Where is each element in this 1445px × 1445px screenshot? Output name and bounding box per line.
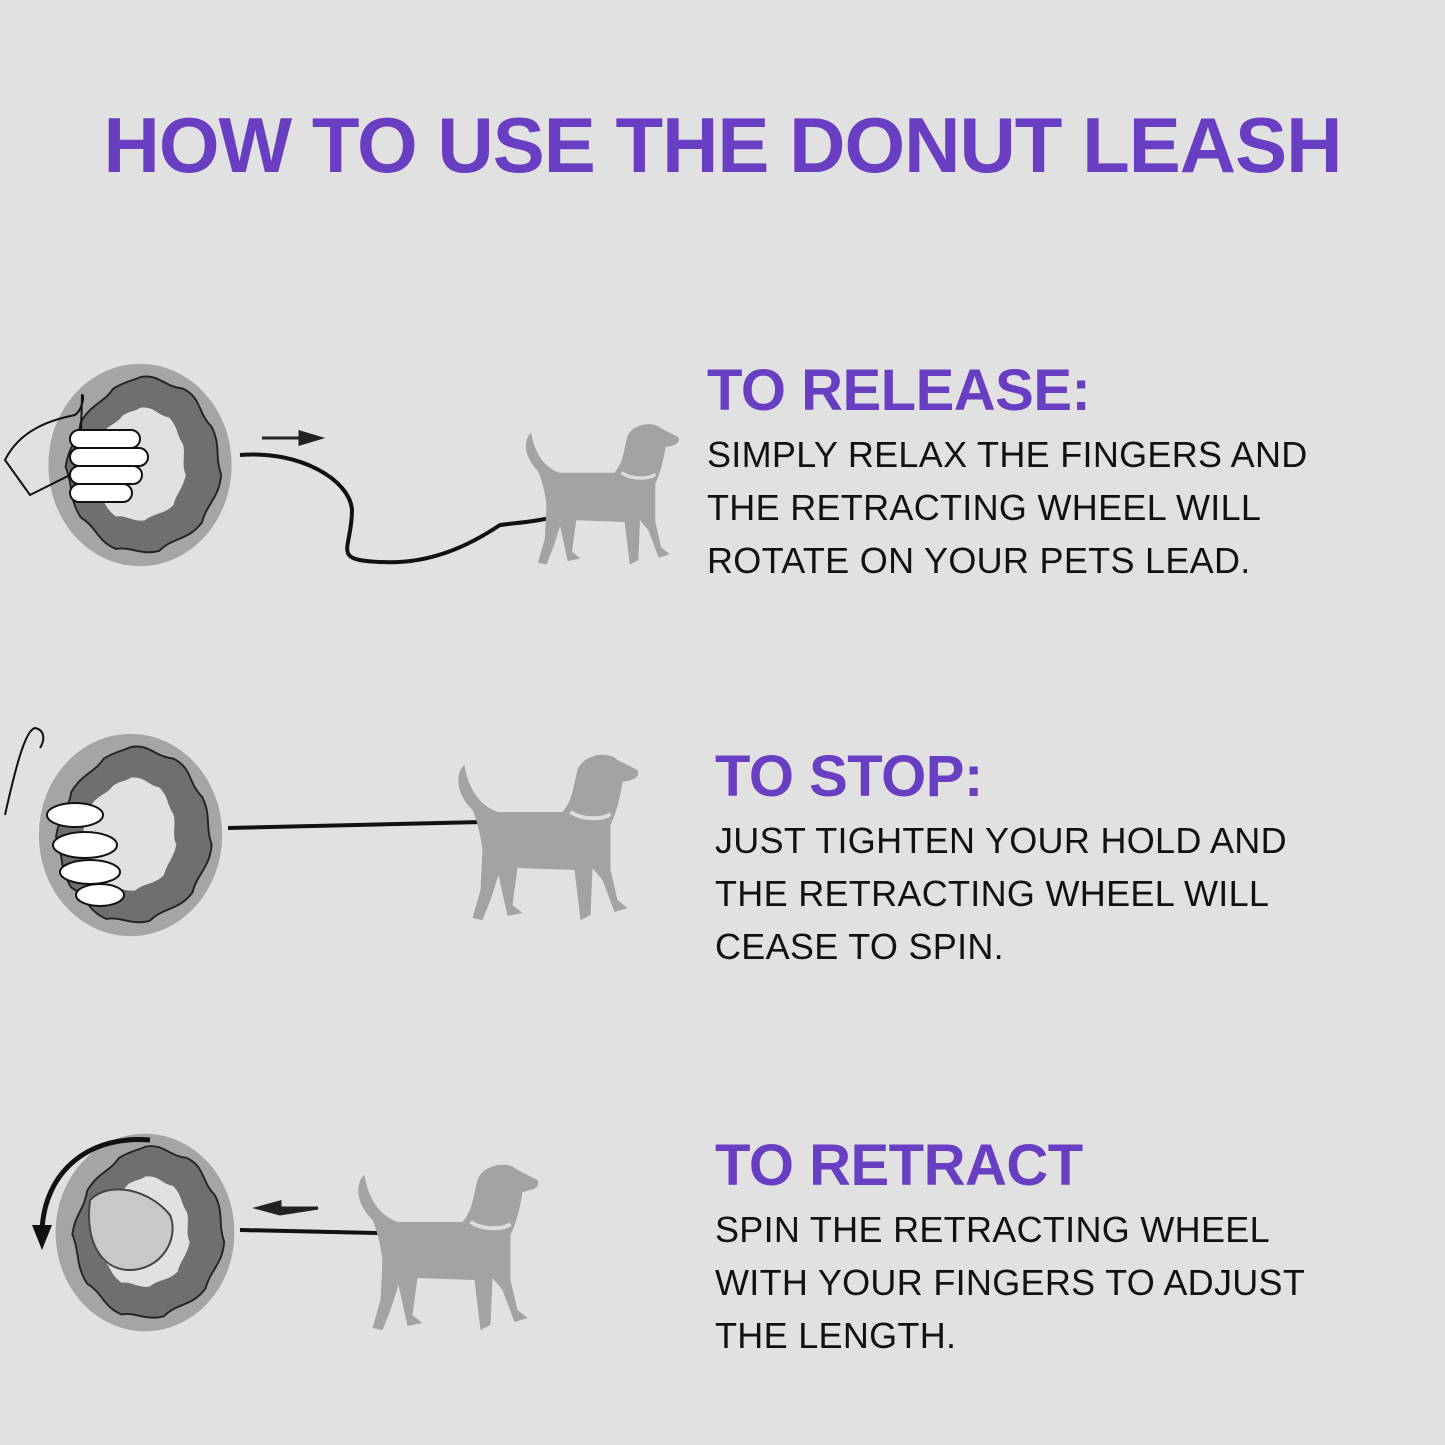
- release-illustration: [0, 340, 700, 600]
- page-title: HOW TO USE THE DONUT LEASH: [103, 101, 1343, 189]
- step-line: THE RETRACTING WHEEL WILL: [707, 487, 1262, 528]
- rotate-arrow-icon: [39, 1137, 151, 1231]
- open-hand-icon: [3, 393, 149, 503]
- step-description: SIMPLY RELAX THE FINGERS AND THE RETRACT…: [707, 428, 1427, 587]
- step-line: WITH YOUR FINGERS TO ADJUST: [715, 1262, 1306, 1303]
- stop-illustration: [0, 710, 700, 970]
- retract-arrow-icon: [252, 1200, 319, 1216]
- retract-illustration: [0, 1110, 700, 1370]
- dog-icon: [526, 424, 679, 564]
- step-line: SIMPLY RELAX THE FINGERS AND: [707, 434, 1308, 475]
- step-heading: TO RETRACT: [715, 1133, 1083, 1198]
- step-heading: TO STOP:: [715, 744, 983, 809]
- step-line: JUST TIGHTEN YOUR HOLD AND: [715, 820, 1287, 861]
- step-line: THE LENGTH.: [715, 1315, 957, 1356]
- release-arrow-icon: [262, 429, 326, 447]
- step-line: CEASE TO SPIN.: [715, 926, 1004, 967]
- gripping-hand-icon: [4, 726, 125, 907]
- step-release: TO RELEASE: SIMPLY RELAX THE FINGERS AND…: [707, 358, 1427, 587]
- step-heading: TO RELEASE:: [707, 358, 1091, 423]
- step-stop: TO STOP: JUST TIGHTEN YOUR HOLD AND THE …: [715, 744, 1435, 973]
- step-description: JUST TIGHTEN YOUR HOLD AND THE RETRACTIN…: [715, 814, 1435, 973]
- dog-icon: [358, 1165, 538, 1330]
- step-description: SPIN THE RETRACTING WHEEL WITH YOUR FING…: [715, 1203, 1435, 1362]
- step-line: SPIN THE RETRACTING WHEEL: [715, 1209, 1270, 1250]
- spinning-hand-icon: [88, 1188, 174, 1272]
- step-line: ROTATE ON YOUR PETS LEAD.: [707, 540, 1251, 581]
- slack-leash: [239, 452, 622, 565]
- dog-icon: [458, 755, 638, 920]
- step-line: THE RETRACTING WHEEL WILL: [715, 873, 1270, 914]
- step-retract: TO RETRACT SPIN THE RETRACTING WHEEL WIT…: [715, 1133, 1435, 1362]
